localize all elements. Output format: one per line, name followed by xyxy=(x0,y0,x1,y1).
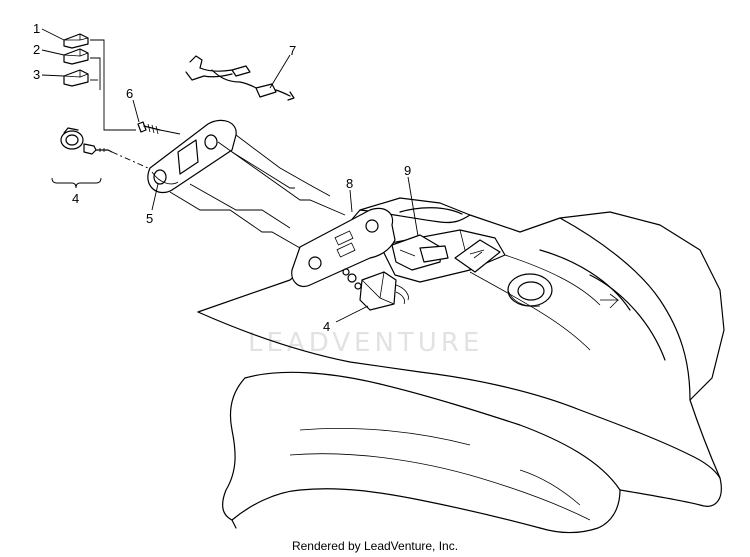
callout-6: 6 xyxy=(126,86,133,101)
callout-4-switch: 4 xyxy=(323,319,330,334)
callout-3: 3 xyxy=(33,67,40,82)
assembly-guide-lines xyxy=(90,39,346,249)
callout-4-lock: 4 xyxy=(72,191,79,206)
lock-key-4 xyxy=(60,127,113,155)
callout-2: 2 xyxy=(33,42,40,57)
mounting-plate-8 xyxy=(291,207,396,288)
callout-7: 7 xyxy=(289,43,296,58)
switch-9 xyxy=(391,234,449,271)
callout-5: 5 xyxy=(146,211,153,226)
bezel-5 xyxy=(147,119,237,194)
footer-credit: Rendered by LeadVenture, Inc. xyxy=(291,539,459,553)
screw-6 xyxy=(137,121,161,135)
lens-2 xyxy=(63,48,89,65)
front-fender xyxy=(197,197,725,534)
callout-leaders xyxy=(41,28,419,323)
callout-8: 8 xyxy=(346,176,353,191)
callout-1: 1 xyxy=(33,21,40,36)
lens-1 xyxy=(63,33,89,49)
callout-9: 9 xyxy=(404,163,411,178)
watermark-text: LEADVENTURE xyxy=(248,328,483,358)
lens-3 xyxy=(63,69,89,87)
wire-harness-7 xyxy=(185,55,295,101)
ignition-switch-4 xyxy=(342,268,409,311)
